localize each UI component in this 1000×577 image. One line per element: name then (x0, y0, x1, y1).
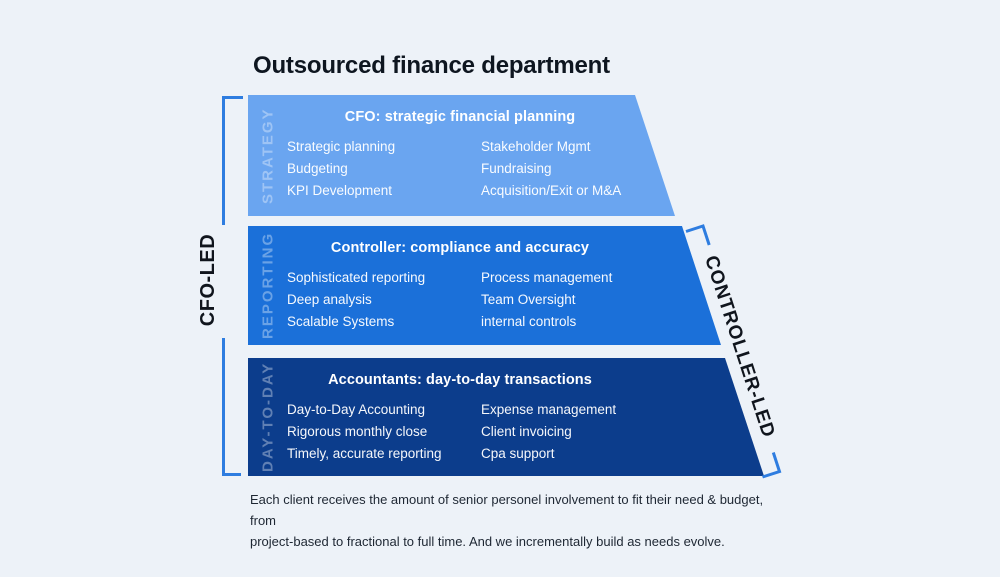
caption-line-1: Each client receives the amount of senio… (250, 492, 764, 528)
tier-strategy-right-column: Stakeholder Mgmt Fundraising Acquisition… (481, 136, 621, 202)
tier-reporting-right-column: Process management Team Oversight intern… (481, 267, 612, 333)
tier-day-to-day-left-column: Day-to-Day Accounting Rigorous monthly c… (287, 399, 442, 465)
tier-day-to-day-right-column: Expense management Client invoicing Cpa … (481, 399, 616, 465)
right-bracket-bottom (762, 452, 782, 479)
list-item: Budgeting (287, 161, 348, 176)
tier-reporting-title: Controller: compliance and accuracy (330, 240, 590, 256)
list-item: Deep analysis (287, 292, 372, 307)
list-item: Day-to-Day Accounting (287, 402, 426, 417)
cfo-led-label: CFO-LED (197, 233, 219, 327)
tier-strategy-title: CFO: strategic financial planning (344, 109, 576, 125)
list-item: Team Oversight (481, 292, 576, 307)
list-item: Scalable Systems (287, 314, 395, 329)
list-item: Cpa support (481, 446, 555, 461)
page-title: Outsourced finance department (253, 52, 610, 79)
tier-reporting: REPORTING Controller: compliance and acc… (248, 226, 721, 345)
left-bracket-bottom (222, 338, 241, 476)
caption-line-2: project-based to fractional to full time… (250, 534, 725, 549)
left-bracket-top (222, 96, 243, 225)
list-item: Stakeholder Mgmt (481, 139, 591, 154)
list-item: Strategic planning (287, 139, 396, 154)
tier-day-to-day: DAY-TO-DAY Accountants: day-to-day trans… (248, 358, 764, 476)
tier-day-to-day-title: Accountants: day-to-day transactions (328, 372, 592, 388)
list-item: Process management (481, 270, 613, 285)
list-item: Timely, accurate reporting (287, 446, 442, 461)
caption: Each client receives the amount of senio… (250, 489, 790, 552)
tier-strategy-left-column: Strategic planning Budgeting KPI Develop… (287, 136, 395, 202)
list-item: Rigorous monthly close (287, 424, 428, 439)
list-item: internal controls (481, 314, 577, 329)
tier-reporting-left-column: Sophisticated reporting Deep analysis Sc… (287, 267, 425, 333)
list-item: Expense management (481, 402, 617, 417)
list-item: Acquisition/Exit or M&A (481, 183, 622, 198)
list-item: Sophisticated reporting (287, 270, 426, 285)
list-item: KPI Development (287, 183, 393, 198)
list-item: Fundraising (481, 161, 552, 176)
list-item: Client invoicing (481, 424, 572, 439)
tier-strategy: STRATEGY CFO: strategic financial planni… (248, 95, 675, 216)
